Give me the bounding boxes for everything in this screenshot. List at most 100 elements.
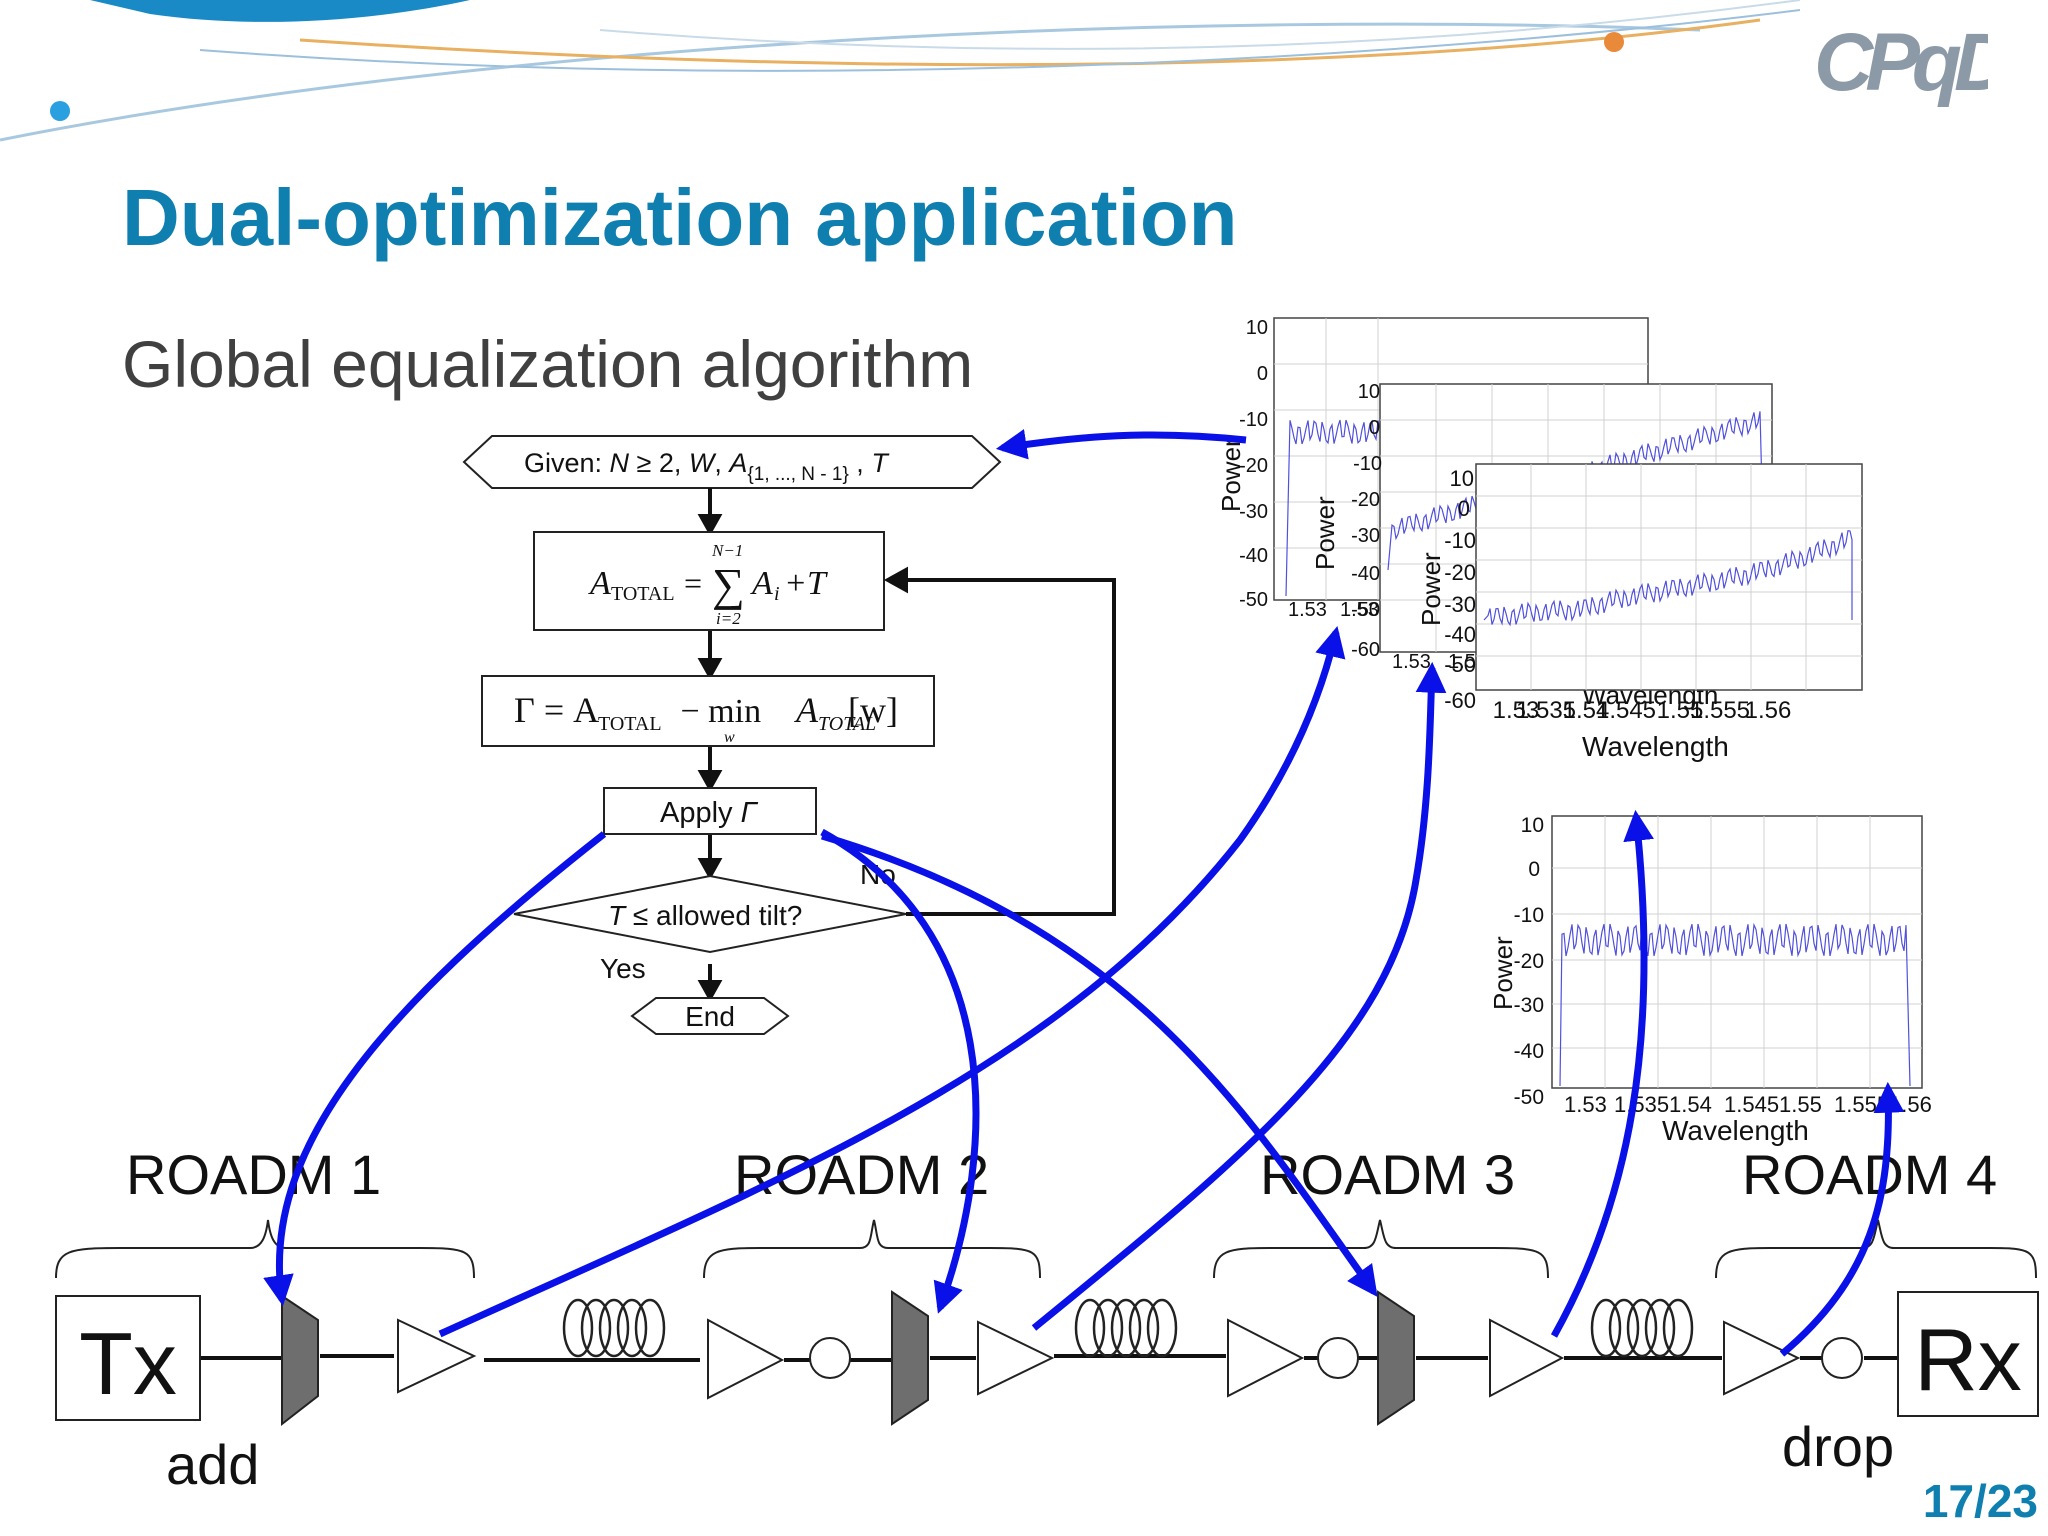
svg-text:1.55: 1.55	[1657, 697, 1704, 724]
svg-text:-40: -40	[1351, 563, 1380, 585]
svg-text:1.5451.55: 1.5451.55	[1724, 1092, 1822, 1117]
spectrum-a-trace	[1285, 419, 1385, 597]
roadm-1-label: ROADM 1	[126, 1143, 381, 1206]
arrow-amp2-to-plot-b	[1031, 661, 1447, 1331]
svg-text:=: =	[684, 565, 702, 601]
svg-text:w: w	[724, 729, 735, 746]
svg-text:Power: Power	[1216, 438, 1246, 512]
coupler-1	[809, 1337, 851, 1379]
arrow-amp1-to-plot-a	[438, 626, 1346, 1338]
arrow-apply-to-mux1	[263, 831, 607, 1307]
roadm-3-brace	[1213, 1219, 1549, 1279]
flow-given-box	[462, 435, 1002, 489]
drop-label: drop	[1782, 1415, 1894, 1478]
svg-text:-30: -30	[1514, 994, 1544, 1017]
svg-text:1.53: 1.53	[1340, 599, 1379, 621]
svg-text:-10: -10	[1239, 409, 1268, 431]
svg-text:0: 0	[1528, 858, 1540, 881]
arrow-spectrum-to-given	[995, 429, 1247, 460]
amp-3	[977, 1320, 1055, 1396]
mux-2	[891, 1290, 929, 1426]
slide-subtitle: Global equalization algorithm	[122, 327, 974, 401]
svg-text:-50: -50	[1239, 589, 1268, 611]
svg-text:TOTAL: TOTAL	[611, 583, 675, 605]
roadm-2-label: ROADM 2	[734, 1143, 989, 1206]
add-label: add	[166, 1433, 259, 1496]
flow-gamma-box	[481, 675, 935, 747]
svg-text:1.545: 1.545	[1596, 697, 1656, 724]
svg-text:10: 10	[1246, 317, 1268, 339]
flow-gamma-formula: Γ = A TOTAL − min A TOTAL [w] w	[514, 690, 898, 746]
svg-text:Wavelength: Wavelength	[1662, 1115, 1809, 1146]
tx-label: Tx	[79, 1314, 177, 1413]
mux-1	[281, 1294, 319, 1427]
svg-text:A: A	[794, 690, 819, 730]
svg-text:-30: -30	[1444, 592, 1476, 617]
svg-text:Power: Power	[1310, 496, 1340, 570]
flow-apply-box	[603, 787, 817, 835]
svg-text:10: 10	[1521, 814, 1544, 837]
slide-title: Dual-optimization application	[122, 173, 1238, 262]
svg-text:i: i	[774, 583, 780, 605]
svg-text:Wavelength: Wavelength	[1582, 731, 1729, 762]
fiber-spool-3	[1590, 1298, 1694, 1358]
arrow-apply-to-mux2	[820, 828, 980, 1314]
svg-text:1.53: 1.53	[1288, 599, 1327, 621]
svg-text:[w]: [w]	[848, 690, 898, 730]
svg-text:1.555: 1.555	[1690, 697, 1750, 724]
svg-text:1.53: 1.53	[1493, 697, 1540, 724]
svg-text:∑: ∑	[712, 559, 745, 610]
svg-text:Γ = A: Γ = A	[514, 690, 599, 730]
svg-text:TOTAL: TOTAL	[598, 713, 662, 735]
svg-text:1.5: 1.5	[1448, 651, 1476, 673]
svg-text:Power: Power	[1488, 936, 1518, 1010]
svg-text:-30: -30	[1351, 525, 1380, 547]
svg-text:-50: -50	[1351, 599, 1380, 621]
svg-text:0: 0	[1458, 496, 1470, 521]
svg-text:− min: − min	[672, 693, 770, 730]
svg-text:TOTAL: TOTAL	[818, 713, 876, 735]
fiber-spool-2	[1074, 1298, 1178, 1358]
amp-4	[1227, 1318, 1305, 1398]
flow-apply-text: Apply Γ	[660, 797, 759, 829]
svg-text:-10: -10	[1444, 528, 1476, 553]
flow-end-text: End	[685, 1001, 735, 1032]
rx-label: Rx	[1914, 1310, 2022, 1409]
coupler-3	[1821, 1337, 1863, 1379]
svg-text:1.53: 1.53	[1564, 1092, 1607, 1117]
svg-text:-40: -40	[1514, 1040, 1544, 1063]
svg-text:-10: -10	[1514, 904, 1544, 927]
svg-text:-60: -60	[1351, 639, 1380, 661]
arrow-apply-to-mux3	[821, 832, 1378, 1297]
svg-text:-10: -10	[1353, 453, 1382, 475]
amp-1	[397, 1318, 477, 1394]
svg-text:-40: -40	[1239, 545, 1268, 567]
svg-text:10: 10	[1450, 466, 1474, 491]
tx-box	[55, 1295, 201, 1421]
rx-box	[1897, 1291, 2039, 1417]
flow-sum-formula: A TOTAL = ∑ N−1 i=2 A i +T	[588, 541, 828, 628]
page-number: 17/23	[1922, 1475, 2038, 1527]
header-decoration	[0, 0, 1801, 142]
svg-text:0: 0	[1257, 363, 1268, 385]
svg-text:-40: -40	[1444, 622, 1476, 647]
flow-given-text: Given: N ≥ 2, W, A{1, ..., N - 1} , T	[524, 448, 890, 485]
amp-6	[1723, 1320, 1801, 1396]
svg-text:0: 0	[1369, 417, 1380, 439]
svg-text:10: 10	[1358, 381, 1380, 403]
cpqd-logo: CPqD	[1808, 17, 2019, 114]
coupler-2	[1317, 1337, 1359, 1379]
svg-text:-60: -60	[1444, 688, 1476, 713]
svg-text:+T: +T	[784, 565, 828, 602]
spectrum-plot-c: 10 0 -10 -20 -30 -40 -50 -60 1.53 1.535 …	[1416, 463, 1863, 762]
svg-text:-20: -20	[1514, 950, 1544, 973]
mux-3	[1377, 1290, 1415, 1426]
svg-text:i=2: i=2	[716, 609, 741, 628]
svg-text:-50: -50	[1444, 652, 1476, 677]
flow-decision-text: T ≤ allowed tilt?	[608, 900, 802, 931]
svg-text:Power: Power	[1416, 552, 1446, 626]
